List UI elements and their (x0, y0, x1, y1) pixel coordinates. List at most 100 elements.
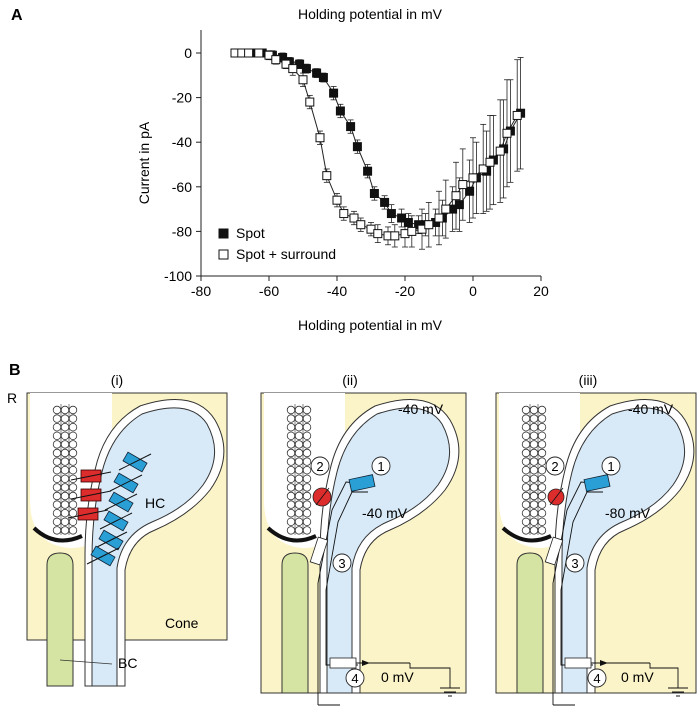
vesicle (302, 500, 312, 509)
vesicle (537, 466, 547, 475)
vesicle (60, 440, 70, 449)
vesicle (60, 414, 70, 423)
vesicle (302, 517, 312, 526)
bc-dendrite (281, 552, 309, 694)
vesicle (302, 423, 312, 432)
vesicle (521, 423, 531, 432)
vesicle (52, 423, 62, 432)
vesicle (521, 500, 531, 509)
vesicle (537, 440, 547, 449)
vesicle (52, 466, 62, 475)
vesicle (68, 500, 78, 509)
vesicle (302, 474, 312, 483)
ca-arrow (315, 487, 330, 506)
vesicle-stack (521, 404, 547, 535)
diagram-i-numeral: (i) (111, 372, 123, 388)
vesicle (537, 448, 547, 458)
vesicle (294, 431, 304, 440)
vesicle (60, 423, 70, 432)
legend-label-spot-surround: Spot + surround (236, 246, 336, 262)
bc-dendrite (516, 552, 544, 694)
vesicle (529, 457, 539, 466)
vesicle (521, 474, 531, 483)
ca-arrow (549, 487, 564, 506)
vesicle (302, 414, 312, 423)
vesicle (529, 500, 539, 509)
y-ticks: 0-20-40-60-80-100 (164, 45, 201, 284)
vesicle (537, 500, 547, 509)
vesicle (537, 423, 547, 432)
point-spot (301, 64, 311, 74)
series-lines (235, 52, 522, 237)
series-line (235, 52, 518, 237)
vesicle (537, 474, 547, 483)
vesicle (294, 491, 304, 501)
bc-pointer-line (59, 659, 113, 665)
y-tick-label: 0 (184, 45, 192, 61)
vesicle (286, 431, 296, 440)
point-spot (352, 142, 362, 152)
calcium-channels (67, 469, 112, 521)
vesicle (294, 483, 304, 492)
diagram-i: HC Cone BC (26, 392, 228, 687)
hc-label: HC (145, 495, 165, 511)
vesicle (529, 448, 539, 458)
ground-wire (409, 663, 451, 688)
hemichannel (348, 474, 376, 492)
vesicle (302, 431, 312, 440)
current-arrow (600, 660, 608, 666)
point-spot-surround (349, 213, 359, 223)
pathway-number: 1 (607, 459, 614, 474)
vesicle (294, 448, 304, 458)
vesicle (52, 448, 62, 458)
resistor-3 (309, 536, 329, 566)
vesicle (286, 526, 296, 535)
pathway-number-circle (371, 456, 391, 476)
vesicle (60, 483, 70, 492)
point-spot-surround (298, 75, 308, 85)
vesicle (529, 423, 539, 432)
y-tick-label: -80 (172, 223, 192, 239)
vesicle (68, 440, 78, 449)
point-spot-surround (512, 110, 522, 120)
point-spot-surround (322, 171, 332, 181)
point-spot-surround (407, 226, 417, 236)
vesicle (537, 526, 547, 535)
y-tick-label: -100 (164, 268, 192, 284)
vesicle (521, 440, 531, 449)
vesicle (302, 440, 312, 449)
hc-potential: -40 mV (362, 505, 408, 521)
vesicle (529, 517, 539, 526)
vesicle (52, 509, 62, 518)
vesicle (52, 517, 62, 526)
point-spot-surround (441, 204, 451, 214)
vesicle (52, 457, 62, 466)
data-points (230, 48, 526, 241)
cone-potential: -40 mV (398, 401, 444, 417)
vesicle (537, 405, 547, 415)
vesicle (529, 466, 539, 475)
vesicle (52, 414, 62, 423)
vesicle (537, 457, 547, 466)
vesicle (529, 483, 539, 492)
x-tick-label: -60 (259, 283, 279, 299)
vesicle (286, 474, 296, 483)
diagram-iii-numeral: (iii) (579, 372, 598, 388)
series-line (238, 52, 522, 226)
vesicle (521, 466, 531, 475)
panel-a-label: A (11, 7, 23, 24)
vesicle (529, 414, 539, 423)
vesicle (529, 405, 539, 415)
vesicle (286, 500, 296, 509)
point-spot (454, 200, 464, 210)
vesicle (294, 440, 304, 449)
flux-arrow (70, 471, 112, 481)
x-tick-label: 20 (533, 283, 549, 299)
pathway-number-circle (565, 553, 585, 573)
vesicle (286, 509, 296, 518)
vesicle (537, 509, 547, 518)
point-spot-surround (502, 128, 512, 138)
